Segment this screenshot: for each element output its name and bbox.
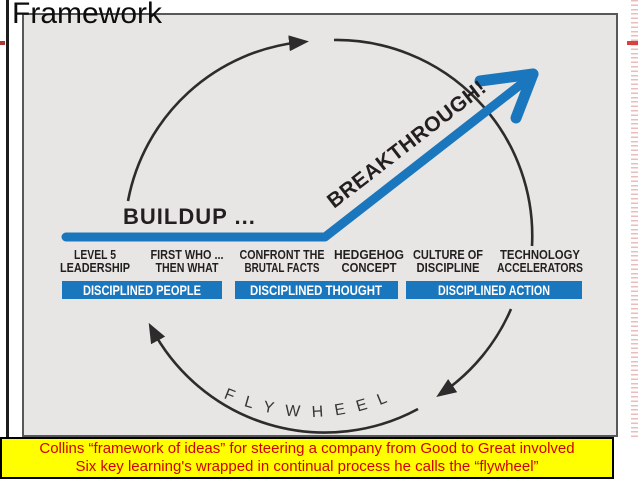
stage-bar-action [406,281,582,299]
stage-bars: DISCIPLINED PEOPLE DISCIPLINED THOUGHT D… [62,281,582,299]
right-red-tick [627,41,638,45]
concept-technology-line1: TECHNOLOGY [500,248,581,262]
concept-level5-line1: LEVEL 5 [74,248,116,262]
breakthrough-arrowhead-barb-top [474,68,539,87]
concept-culture-line1: CULTURE OF [413,248,483,262]
concept-brutalfacts-line2: BRUTAL FACTS [245,261,320,275]
concept-firstwho-line2: THEN WHAT [156,261,219,275]
stage-label-thought: DISCIPLINED THOUGHT [250,282,382,298]
concept-culture-line2: DISCIPLINE [417,261,480,275]
breakthrough-arrowhead-barb-bottom [510,68,539,124]
caption-line-1: Collins “framework of ideas” for steerin… [39,440,575,457]
caption-line-2: Six key learning's wrapped in continual … [75,458,539,475]
concept-brutalfacts-line1: CONFRONT THE [240,248,325,262]
buildup-label: BUILDUP ... [123,204,256,229]
flywheel-diagram: BUILDUP ... BREAKTHROUGH! LEVEL 5 LEADER… [22,13,618,437]
stage-bar-people [62,281,222,299]
flywheel-arc-top-right [333,38,534,247]
stage-label-people: DISCIPLINED PEOPLE [83,282,201,298]
page-title: Framework [12,0,163,30]
concept-hedgehog-line2: CONCEPT [342,261,397,275]
flywheel-arc-top-left [126,35,309,202]
concept-hedgehog-line1: HEDGEHOG [334,248,404,262]
concept-level5-line2: LEADERSHIP [60,261,130,275]
breakthrough-arrow-shaft [61,73,534,242]
concept-firstwho-line1: FIRST WHO ... [151,248,224,262]
concept-technology-line2: ACCELERATORS [497,261,583,275]
flywheel-arc-bottom-left [148,322,419,434]
left-red-tick [0,41,5,45]
right-perforation-strip [631,0,638,437]
left-edge-rule [6,0,9,437]
flywheel-arc-bottom-right [436,308,513,397]
caption-banner: Collins “framework of ideas” for steerin… [0,437,614,479]
stage-label-action: DISCIPLINED ACTION [438,282,550,298]
stage-bar-thought [235,281,398,299]
concept-labels: LEVEL 5 LEADERSHIP FIRST WHO ... THEN WH… [60,248,583,275]
